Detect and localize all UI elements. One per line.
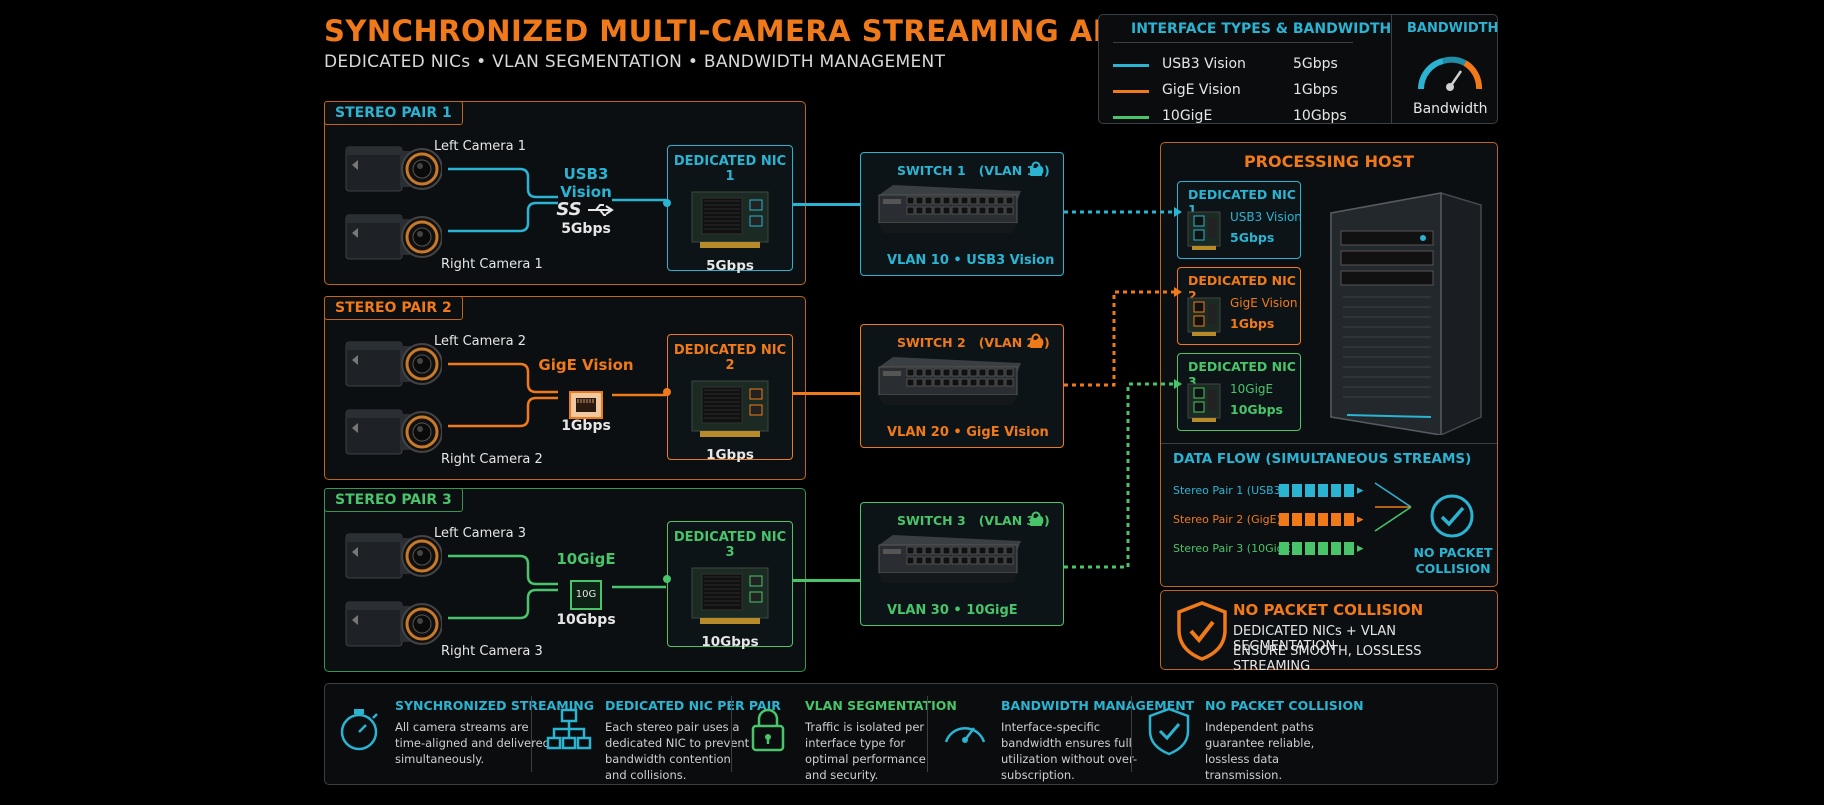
padlock-icon bbox=[1029, 333, 1043, 353]
network-switch: SWITCH 2 (VLAN 20)VLAN 20 • GigE Vision bbox=[860, 324, 1064, 448]
legend-header: INTERFACE TYPES & BANDWIDTH bbox=[1131, 21, 1392, 37]
interface-label: USB3 Vision bbox=[560, 165, 612, 201]
right-camera-label: Right Camera 2 bbox=[441, 452, 543, 467]
switch-icon bbox=[873, 531, 1023, 597]
stereo-pair-tag: STEREO PAIR 3 bbox=[324, 488, 463, 512]
page-subtitle: DEDICATED NICs • VLAN SEGMENTATION • BAN… bbox=[324, 52, 946, 72]
network-switch: SWITCH 1 (VLAN 10)VLAN 10 • USB3 Vision bbox=[860, 152, 1064, 276]
left-camera-label: Left Camera 2 bbox=[434, 334, 527, 349]
nic-switch-link bbox=[793, 579, 860, 582]
padlock-icon bbox=[1029, 511, 1043, 531]
link-dot bbox=[663, 388, 671, 396]
shield-check-icon bbox=[1148, 707, 1190, 756]
server-tower-icon bbox=[1330, 192, 1482, 435]
nic-switch-link bbox=[793, 203, 860, 206]
right-camera bbox=[344, 209, 443, 269]
nic-icon bbox=[1187, 211, 1221, 250]
no-collision-label: NO PACKET COLLISION bbox=[1413, 545, 1493, 576]
ethernet-port-icon bbox=[569, 391, 603, 419]
gauge-icon bbox=[944, 727, 986, 743]
nic-icon bbox=[1187, 383, 1221, 422]
gauge-header: BANDWIDTH bbox=[1407, 21, 1499, 36]
network-tree-icon bbox=[546, 708, 592, 750]
padlock-icon bbox=[751, 708, 785, 752]
usb-superspeed-icon: SS bbox=[540, 199, 632, 220]
check-circle-icon bbox=[1430, 494, 1474, 538]
camera-cable-lines bbox=[448, 167, 666, 233]
gauge-icon bbox=[1418, 56, 1482, 91]
left-camera-label: Left Camera 3 bbox=[434, 526, 527, 541]
no-collision-banner: NO PACKET COLLISION DEDICATED NICs + VLA… bbox=[1160, 590, 1498, 674]
processing-host-title: PROCESSING HOST bbox=[1243, 152, 1415, 171]
network-switch: SWITCH 3 (VLAN 30)VLAN 30 • 10GigE bbox=[860, 502, 1064, 626]
right-camera bbox=[344, 596, 443, 656]
right-camera-label: Right Camera 3 bbox=[441, 644, 543, 659]
flow-row: Stereo Pair 2 (GigE)▸ bbox=[1173, 512, 1364, 527]
camera-cable-lines bbox=[448, 362, 666, 428]
left-camera-label: Left Camera 1 bbox=[434, 139, 527, 154]
interface-label: 10GigE bbox=[556, 550, 616, 568]
flow-row: Stereo Pair 3 (10GigE)▸ bbox=[1173, 541, 1364, 556]
left-camera bbox=[344, 141, 443, 201]
vlan-dotted-links bbox=[1064, 207, 1182, 569]
stereo-pair-tag: STEREO PAIR 2 bbox=[324, 296, 463, 320]
gauge-label: Bandwidth bbox=[1413, 101, 1488, 117]
shield-check-icon bbox=[1177, 601, 1227, 661]
nic-switch-link bbox=[793, 392, 860, 395]
usb3-swatch bbox=[1113, 64, 1149, 67]
left-camera bbox=[344, 336, 443, 396]
banner-line-2: ENSURE SMOOTH, LOSSLESS STREAMING bbox=[1233, 644, 1422, 674]
left-camera bbox=[344, 528, 443, 588]
10gige-swatch bbox=[1113, 116, 1149, 119]
data-flow-title: DATA FLOW (SIMULTANEOUS STREAMS) bbox=[1173, 451, 1472, 467]
gige-swatch bbox=[1113, 90, 1149, 93]
interface-rate: 5Gbps bbox=[561, 221, 611, 237]
stopwatch-icon bbox=[340, 709, 378, 751]
switch-icon bbox=[873, 353, 1023, 419]
camera-cable-lines bbox=[448, 554, 666, 620]
legend-panel: INTERFACE TYPES & BANDWIDTH USB3 Vision … bbox=[1098, 14, 1498, 124]
interface-rate: 1Gbps bbox=[561, 418, 611, 434]
nic-icon bbox=[1187, 297, 1221, 336]
banner-line-1: DEDICATED NICs + VLAN SEGMENTATION bbox=[1233, 624, 1396, 654]
flow-row: Stereo Pair 1 (USB3)▸ bbox=[1173, 483, 1364, 498]
switch-icon bbox=[873, 181, 1023, 247]
interface-label: GigE Vision bbox=[538, 356, 634, 374]
merge-arrows bbox=[1374, 482, 1412, 532]
link-dot bbox=[663, 575, 671, 583]
right-camera bbox=[344, 404, 443, 464]
interface-rate: 10Gbps bbox=[556, 612, 616, 628]
banner-title: NO PACKET COLLISION bbox=[1233, 601, 1424, 619]
right-camera-label: Right Camera 1 bbox=[441, 257, 543, 272]
stereo-pair-tag: STEREO PAIR 1 bbox=[324, 101, 463, 125]
link-dot bbox=[663, 199, 671, 207]
10g-port-icon: 10G bbox=[570, 580, 602, 610]
padlock-icon bbox=[1029, 161, 1043, 181]
